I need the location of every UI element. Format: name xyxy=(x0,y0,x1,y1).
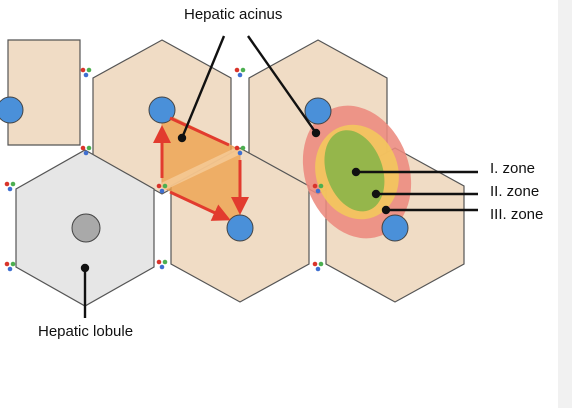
portal-triad xyxy=(312,261,324,272)
central-vein-middle-center xyxy=(226,214,254,242)
portal-triad xyxy=(312,183,324,194)
leader-lines xyxy=(80,35,478,318)
portal-triad xyxy=(80,145,92,156)
arrow-bottom-right xyxy=(169,190,231,221)
central-vein-highlighted xyxy=(71,213,101,243)
portal-triad xyxy=(234,145,246,156)
zone-one-label: I. zone xyxy=(490,160,536,177)
central-vein-top-right xyxy=(304,97,332,125)
leader-acinus-right xyxy=(247,35,317,134)
central-veins xyxy=(0,96,409,243)
lobule-top-left-partial xyxy=(7,39,81,146)
hepatic-lobule-label: Hepatic lobule xyxy=(38,323,134,340)
hepatic-acinus-label: Hepatic acinus xyxy=(184,6,283,23)
portal-triad xyxy=(156,183,168,194)
central-vein-middle-right xyxy=(381,214,409,242)
portal-triad xyxy=(4,261,16,272)
portal-triads xyxy=(4,67,324,272)
portal-triad xyxy=(80,67,92,78)
zone-three-label: III. zone xyxy=(490,206,544,223)
central-vein-top-center xyxy=(148,96,176,124)
acinus-axis xyxy=(160,146,242,191)
portal-triad xyxy=(4,181,16,192)
portal-triad xyxy=(234,67,246,78)
portal-triad xyxy=(156,259,168,270)
central-vein-left-partial xyxy=(0,96,24,124)
acinus-flow-arrows xyxy=(153,116,249,221)
acinus-zones xyxy=(302,105,412,239)
zone-two-label: II. zone xyxy=(490,183,540,200)
right-edge-panel xyxy=(558,0,572,408)
leader-acinus-left xyxy=(180,35,226,139)
arrow-top-right xyxy=(169,116,230,147)
